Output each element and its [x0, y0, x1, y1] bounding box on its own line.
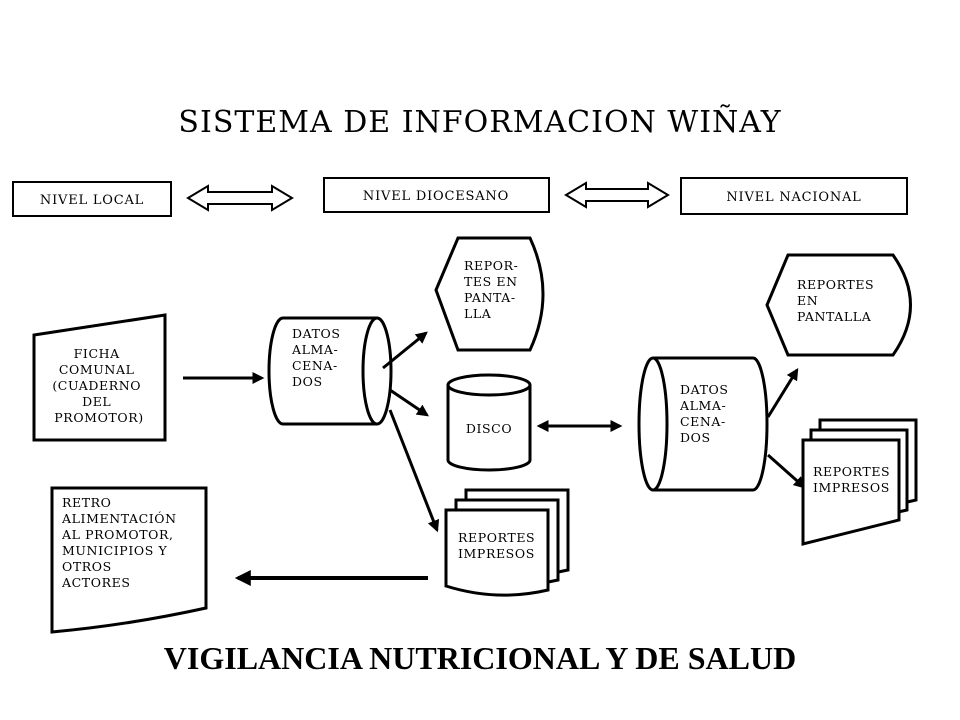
- datos-almacenados-nacional: DATOS ALMA- CENA- DOS: [637, 356, 769, 492]
- datos-almacenados-diocesano: DATOS ALMA- CENA- DOS: [267, 316, 393, 426]
- disco-cylinder: DISCO: [446, 373, 532, 472]
- arrow-nacional-pantalla: [766, 367, 799, 418]
- reportes-impresos-text-2: REPORTES IMPRESOS: [813, 464, 895, 495]
- arrow-datos-impresos: [388, 409, 440, 533]
- double-arrow-local-diocesano: [186, 184, 294, 212]
- reportes-pantalla-nacional: REPORTES EN PANTALLA: [765, 253, 912, 357]
- reportes-pantalla-text-1: REPOR- TES EN PANTA- LLA: [464, 258, 523, 321]
- disco-label: DISCO: [466, 421, 512, 436]
- diagram-title: SISTEMA DE INFORMACION WIÑAY: [178, 105, 782, 140]
- arrow-nacional-impresos: [767, 453, 806, 489]
- diagram-subtitle: VIGILANCIA NUTRICIONAL Y DE SALUD: [163, 640, 797, 676]
- level-diocesano-box: NIVEL DIOCESANO: [323, 177, 550, 213]
- ficha-comunal-shape: FICHA COMUNAL (CUADERNO DEL PROMOTOR): [32, 313, 167, 442]
- level-local-box: NIVEL LOCAL: [12, 181, 172, 217]
- double-arrow-diocesano-nacional: [564, 181, 670, 209]
- level-nacional-label: NIVEL NACIONAL: [726, 190, 861, 205]
- retroalimentacion-document: RETRO ALIMENTACIÓN AL PROMOTOR, MUNICIPI…: [50, 486, 208, 634]
- retroalimentacion-text: RETRO ALIMENTACIÓN AL PROMOTOR, MUNICIPI…: [61, 495, 181, 590]
- arrow-datos-pantalla: [382, 331, 428, 370]
- reportes-impresos-nacional: REPORTES IMPRESOS: [801, 418, 918, 546]
- reportes-impresos-text-1: REPORTES IMPRESOS: [458, 530, 540, 561]
- reportes-pantalla-diocesano: REPOR- TES EN PANTA- LLA: [434, 236, 545, 352]
- level-local-label: NIVEL LOCAL: [40, 193, 144, 208]
- reportes-pantalla-text-2: REPORTES EN PANTALLA: [797, 277, 879, 324]
- level-diocesano-label: NIVEL DIOCESANO: [363, 189, 509, 204]
- level-nacional-box: NIVEL NACIONAL: [680, 177, 908, 215]
- reportes-impresos-diocesano: REPORTES IMPRESOS: [444, 488, 570, 597]
- datos-almacenados-text-1: DATOS ALMA- CENA- DOS: [291, 326, 345, 389]
- ficha-comunal-text: FICHA COMUNAL (CUADERNO DEL PROMOTOR): [52, 346, 145, 425]
- datos-almacenados-text-2: DATOS ALMA- CENA- DOS: [679, 382, 733, 445]
- arrow-datos-disco: [389, 388, 429, 417]
